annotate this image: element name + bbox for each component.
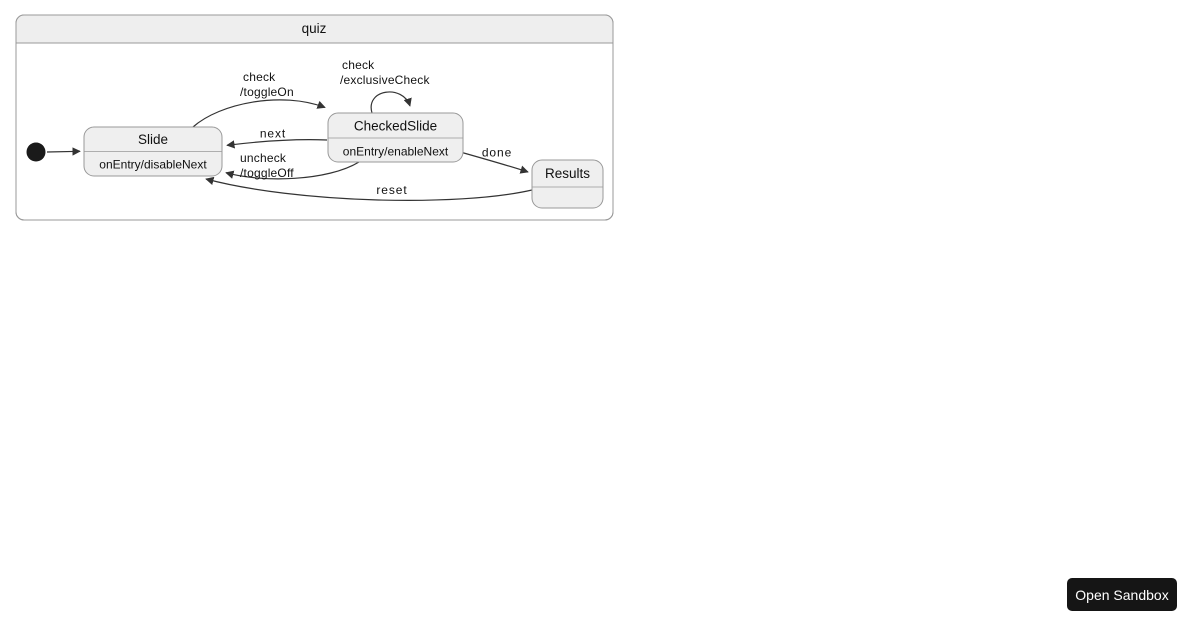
state-node-slide-entry-action: onEntry/disableNext — [99, 158, 207, 172]
edge-label-check-toggleon-line2: /toggleOn — [240, 85, 294, 99]
state-node-checkedslide-entry-action: onEntry/enableNext — [343, 145, 449, 159]
cluster-quiz-box — [15, 14, 614, 221]
cluster-quiz-title: quiz — [302, 21, 327, 36]
edge-label-uncheck-toggleoff-line2: /toggleOff — [240, 166, 294, 180]
state-node-results: Results — [531, 159, 604, 209]
edge-slide-to-checkedslide-check — [192, 99, 326, 128]
state-node-checkedslide: CheckedSlide onEntry/enableNext — [327, 112, 464, 163]
edge-results-to-slide-reset — [205, 176, 533, 201]
edge-label-check-toggleon: check /toggleOn — [240, 70, 294, 99]
cluster-quiz: quiz — [15, 14, 614, 221]
edge-label-reset: reset — [376, 183, 407, 197]
cluster-quiz-header — [16, 15, 613, 43]
edge-checkedslide-to-results-done — [461, 151, 529, 174]
state-node-results-box — [531, 159, 604, 209]
edge-checkedslide-to-slide-uncheck — [225, 161, 360, 180]
cluster-quiz-border — [15, 14, 614, 221]
state-node-slide: Slide onEntry/disableNext — [83, 126, 223, 177]
state-node-checkedslide-box — [327, 112, 464, 163]
edge-label-check-toggleon-line1: check — [243, 70, 276, 84]
edge-label-check-exclusivecheck-line1: check — [342, 58, 375, 72]
open-sandbox-button[interactable]: Open Sandbox — [1067, 578, 1177, 611]
edge-initial-to-slide — [46, 147, 81, 156]
state-node-checkedslide-title: CheckedSlide — [354, 119, 437, 134]
state-node-results-title: Results — [545, 166, 590, 181]
edge-label-done: done — [482, 146, 512, 160]
edge-label-next: next — [260, 127, 286, 141]
state-node-slide-title: Slide — [138, 132, 168, 147]
edge-label-uncheck-toggleoff-line1: uncheck — [240, 151, 287, 165]
edge-checkedslide-to-slide-next — [226, 139, 328, 149]
initial-state-dot — [26, 142, 46, 162]
edge-checkedslide-selfloop-check — [370, 91, 412, 114]
edge-label-uncheck-toggleoff: uncheck /toggleOff — [240, 151, 294, 180]
edge-label-check-exclusivecheck: check /exclusiveCheck — [340, 58, 431, 87]
edge-label-check-exclusivecheck-line2: /exclusiveCheck — [340, 73, 431, 87]
open-sandbox-button-label: Open Sandbox — [1075, 586, 1169, 603]
